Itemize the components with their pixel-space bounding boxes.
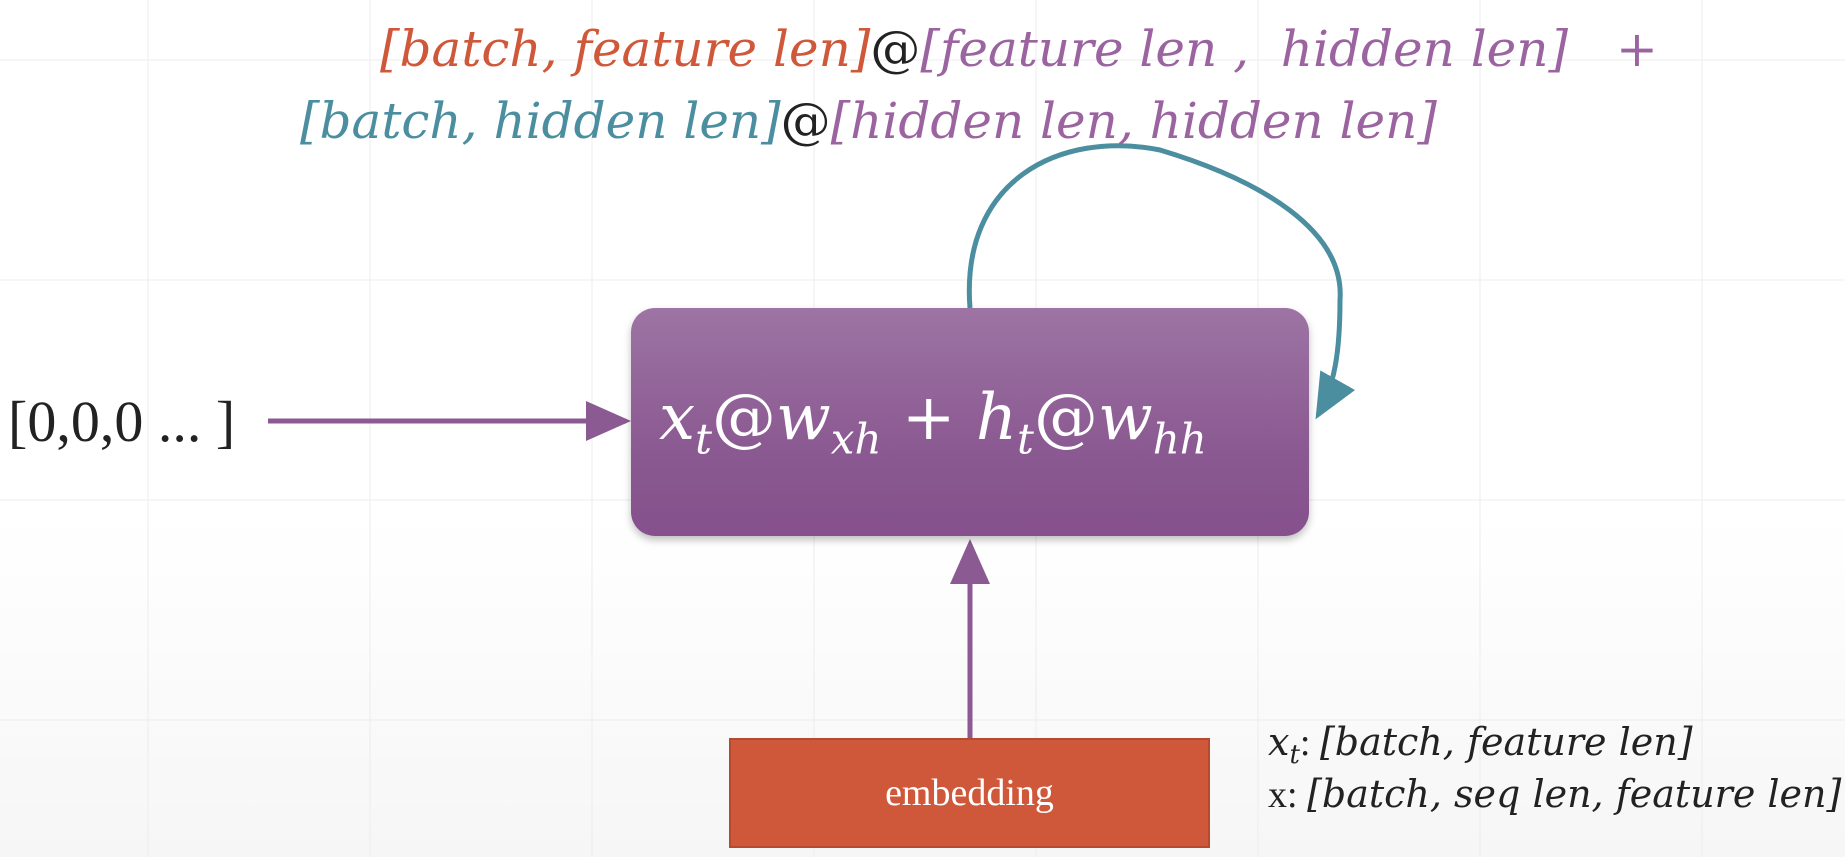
bracket: ]	[1548, 20, 1568, 78]
x-label: x:	[1268, 774, 1308, 816]
matmul-operator: @	[711, 380, 776, 455]
feature-len-term: feature len ,	[939, 20, 1249, 78]
legend-x: x: [batch, seq len, feature len]	[1268, 772, 1841, 817]
batch-term: batch,	[399, 20, 558, 78]
bracket: ]	[761, 92, 781, 150]
bracket: ]	[850, 20, 871, 78]
t-subscript: t	[695, 414, 712, 464]
input-shape: [batch, feature len]	[380, 20, 870, 78]
t-subscript: t	[1289, 739, 1300, 770]
feature-len-term: feature len	[573, 20, 851, 78]
initial-hidden-state: [0,0,0 ... ]	[8, 389, 236, 454]
embedding-label: embedding	[885, 772, 1054, 814]
rnn-cell: xt@wxh + ht@whh	[631, 308, 1309, 536]
hidden-len-term: hidden len	[1280, 20, 1549, 78]
matmul-operator: @	[780, 92, 831, 150]
weight-xh-shape: [feature len , hidden len]	[920, 20, 1568, 78]
xt-shape: [batch, feature len]	[1319, 720, 1693, 764]
hidden-len-term: hidden len	[493, 92, 762, 150]
x-symbol: x	[1268, 720, 1290, 764]
w-symbol: w	[1097, 380, 1153, 455]
weight-hh-shape: [hidden len, hidden len]	[831, 92, 1437, 150]
hh-subscript: hh	[1152, 414, 1207, 464]
hidden-shape: [batch, hidden len]	[300, 92, 781, 150]
batch-term: batch,	[319, 92, 478, 150]
rnn-formula: xt@wxh + ht@whh	[659, 381, 1207, 464]
hidden-len-term: hidden len	[1149, 92, 1418, 150]
hidden-len-term: hidden len,	[850, 92, 1134, 150]
matmul-operator: @	[1033, 380, 1098, 455]
bracket: [	[380, 20, 400, 78]
bracket: [	[300, 92, 320, 150]
recurrent-loop-arrow	[966, 143, 1356, 420]
t-subscript: t	[1017, 414, 1034, 464]
legend-xt: xt: [batch, feature len]	[1268, 720, 1693, 770]
equation-line-2: [batch, hidden len]@[hidden len, hidden …	[300, 92, 1437, 150]
h-symbol: h	[975, 380, 1018, 455]
embedding-box: embedding	[729, 738, 1210, 848]
x-shape: [batch, seq len, feature len]	[1307, 772, 1842, 816]
bracket: [	[920, 20, 940, 78]
plus-operator: +	[1616, 20, 1658, 78]
equation-line-1: [batch, feature len]@[feature len , hidd…	[380, 20, 1658, 78]
bracket: ]	[1417, 92, 1437, 150]
xh-subscript: xh	[830, 414, 882, 464]
w-symbol: w	[775, 380, 831, 455]
bracket: [	[830, 92, 851, 150]
colon: :	[1299, 722, 1320, 764]
matmul-operator: @	[870, 20, 921, 78]
plus-operator: +	[881, 380, 976, 455]
x-symbol: x	[659, 380, 696, 455]
